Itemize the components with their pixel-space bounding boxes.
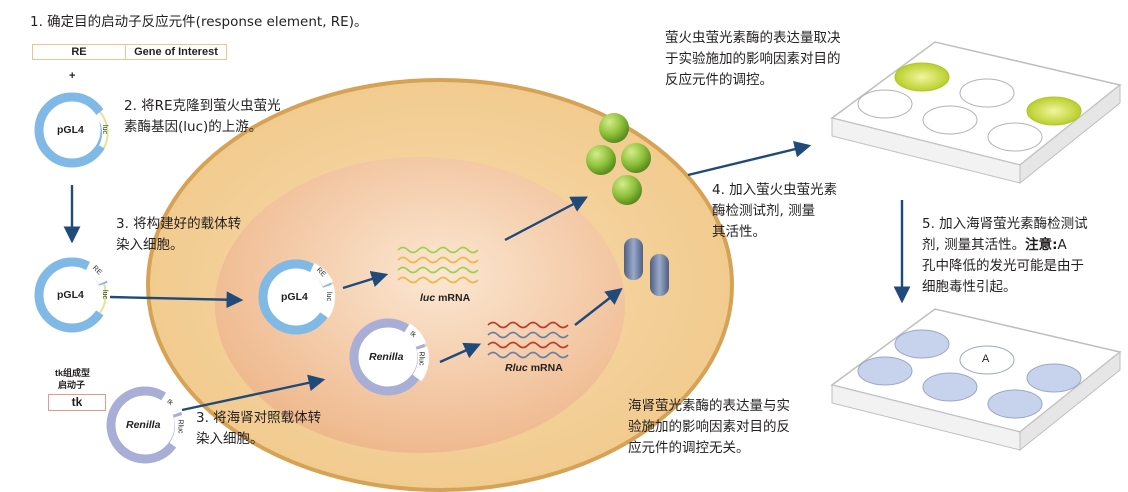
step3a-text: 3. 将构建好的载体转 染入细胞。 [116,216,242,253]
rluc-mrna-gene: Rluc [505,362,528,374]
re-box: RE [32,44,126,60]
rluc-segment-nucleus: Rluc [417,351,425,366]
plasmid-renilla-nucleus [349,318,429,396]
step4-text: 4. 加入萤火虫萤光素 酶检测试剂, 测量 其活性。 [712,182,838,240]
well-plate-top [830,41,1122,185]
step5-text: 5. 加入海肾萤光素酶检测试 剂, 测量其活性。注意:A 孔中降低的发光可能是由… [922,214,1088,298]
renilla-luciferase-proteins [624,238,669,296]
luc-mrna-gene: luc [420,292,436,304]
luc-segment-middle: luc [100,290,108,299]
renilla-label-outside: Renilla [126,419,161,431]
arrow-to-plate-top [687,140,812,177]
rluc-mrna-label: Rluc mRNA [505,362,563,374]
luc-segment-nucleus: luc [324,292,332,301]
arrow-luc-translation [504,196,588,242]
rluc-mrna-suffix: mRNA [530,362,563,374]
step3b-text: 3. 将海肾对照载体转 染入细胞。 [196,410,322,447]
step5-suffix: A 孔中降低的发光可能是由于 细胞毒性引起。 [922,237,1084,295]
well-a-label: A [982,353,990,365]
plus-sign: + [69,70,76,82]
step5-note-label: 注意: [1025,237,1058,253]
plasmid-renilla-outside [106,386,186,464]
arrow-transfect-renilla [181,374,326,412]
tk-promoter-label-1: tk组成型 [55,368,91,378]
pgl4-label-middle: pGL4 [57,289,84,301]
firefly-note-text: 萤火虫萤光素酶的表达量取决 于实验施加的影响因素对目的 反应元件的调控。 [665,30,841,88]
plasmid-pgl4-nucleus [258,259,336,335]
luc-mrna-label: luc mRNA [420,292,470,304]
step5-prefix: 5. 加入海肾萤光素酶检测试 剂, 测量其活性。 [922,216,1088,253]
plasmid-pgl4-middle [34,257,112,333]
plasmid-pgl4-top [34,92,114,168]
well-plate-bottom [830,308,1122,452]
renilla-label-nucleus: Renilla [369,351,404,363]
rluc-segment-outside: Rluc [176,419,184,434]
luc-mrna-strands [397,246,479,284]
step1-text: 1. 确定目的启动子反应元件(response element, RE)。 [30,14,368,30]
arrow-luc-transcription [342,270,389,290]
firefly-luciferase-proteins [586,113,651,205]
step2-text: 2. 将RE克隆到萤火虫萤光 素酶基因(luc)的上游。 [124,98,281,135]
goi-box: Gene of Interest [125,44,227,60]
arrow-rluc-translation [574,287,623,326]
rluc-mrna-strands [487,321,569,359]
arrow-transfect-pgl4 [109,291,244,309]
pgl4-label-top: pGL4 [57,124,84,136]
tk-promoter-label-2: 启动子 [58,380,86,390]
luc-mrna-suffix: mRNA [438,292,471,304]
pgl4-label-nucleus: pGL4 [281,291,308,303]
renilla-note-text: 海肾萤光素酶的表达量与实 验施加的影响因素对目的反 应元件的调控无关。 [628,398,790,456]
arrow-rluc-transcription [439,342,482,364]
luc-segment-top: luc [100,125,108,134]
tk-box: tk [48,394,106,411]
